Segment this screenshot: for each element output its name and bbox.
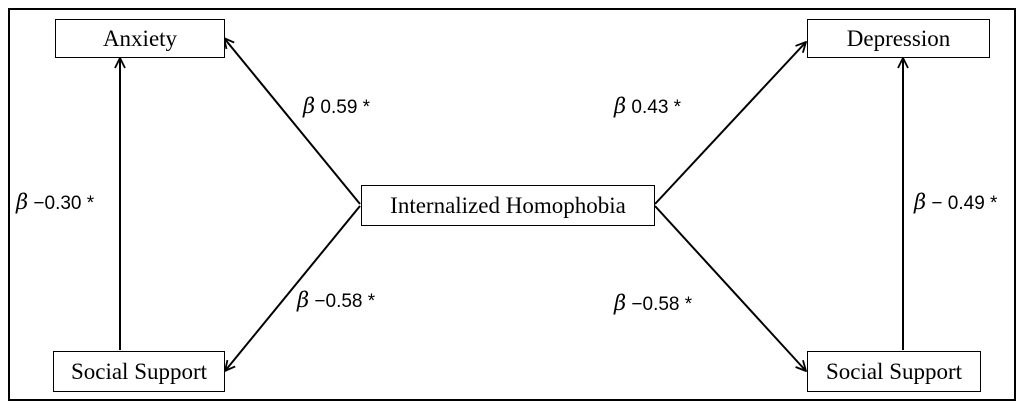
coef-social-support-to-anxiety: β −0.30 * [16, 190, 94, 215]
diagram-frame [8, 8, 1016, 401]
beta-symbol: β [614, 291, 627, 315]
beta-symbol: β [614, 94, 627, 118]
coef-ih-to-anxiety: β 0.59 * [303, 94, 370, 119]
node-depression: Depression [807, 19, 990, 58]
coef-ih-to-social-support-right: β −0.58 * [614, 291, 692, 316]
coef-ih-to-depression: β 0.43 * [614, 94, 681, 119]
beta-symbol: β [16, 190, 29, 214]
coef-value: 0.59 * [320, 97, 371, 118]
coef-value: −0.58 * [314, 291, 376, 312]
arrow-ih-to-social-support-left [225, 205, 361, 371]
arrow-ih-to-depression [654, 42, 806, 205]
coef-ih-to-social-support-left: β −0.58 * [297, 288, 375, 313]
arrow-ih-to-social-support-right [654, 205, 806, 371]
node-social-support-left: Social Support [53, 351, 225, 392]
beta-symbol: β [914, 190, 927, 214]
arrow-ih-to-anxiety [224, 38, 361, 205]
beta-symbol: β [297, 288, 310, 312]
node-internalized-homophobia: Internalized Homophobia [361, 185, 655, 226]
node-anxiety: Anxiety [55, 19, 225, 58]
coef-value: −0.58 * [631, 294, 693, 315]
coef-value: −0.30 * [33, 193, 95, 214]
coef-social-support-to-depression: β − 0.49 * [914, 190, 997, 215]
beta-symbol: β [303, 94, 316, 118]
coef-value: 0.43 * [631, 97, 682, 118]
node-social-support-right: Social Support [807, 351, 981, 392]
coef-value: − 0.49 * [931, 193, 998, 214]
